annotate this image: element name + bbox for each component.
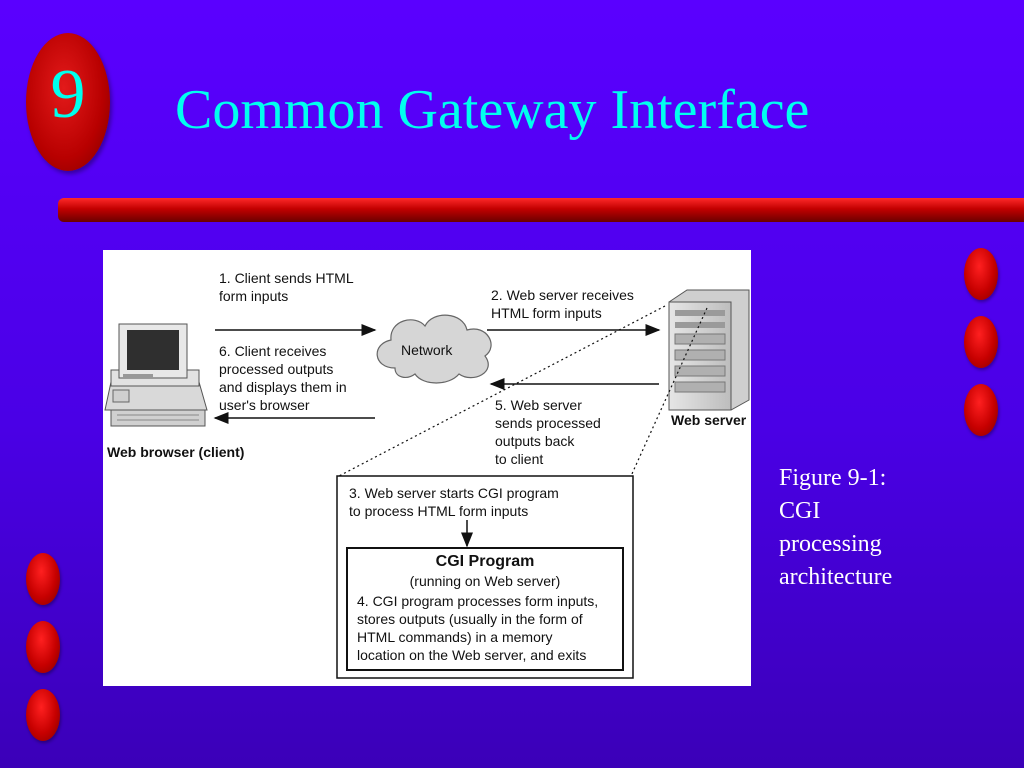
client-computer-icon	[104, 323, 208, 427]
server-label: Web server	[671, 412, 747, 428]
step-6-label: 6. Client receives processed outputs and…	[219, 343, 347, 413]
decorative-dot-left-1	[26, 553, 60, 605]
decorative-dot-right-2	[964, 316, 998, 368]
step-3-label: 3. Web server starts CGI program to proc…	[349, 485, 559, 519]
caption-line: architecture	[779, 564, 893, 590]
decorative-dot-left-2	[26, 621, 60, 673]
step-5-label: 5. Web server sends processed outputs ba…	[495, 397, 601, 467]
network-label: Network	[401, 342, 453, 358]
step-1-label: 1. Client sends HTML form inputs	[219, 270, 354, 304]
cgi-program-box	[346, 547, 624, 671]
projection-line-left	[338, 305, 666, 477]
projection-line-right	[630, 307, 708, 477]
decorative-dot-left-3	[26, 689, 60, 741]
server-process-box	[336, 475, 634, 679]
caption-line: Figure 9-1:	[779, 465, 887, 491]
decorative-dot-right-3	[964, 384, 998, 436]
caption-line: processing	[779, 531, 882, 557]
decorative-dot-right-1	[964, 248, 998, 300]
step-4-label: 4. CGI program processes form inputs, st…	[357, 593, 599, 663]
slide-title: Common Gateway Interface	[175, 79, 810, 141]
chapter-badge: 9	[26, 33, 110, 171]
cgi-program-subtitle: (running on Web server)	[409, 573, 561, 589]
network-cloud-icon	[376, 314, 492, 384]
cgi-program-title: CGI Program	[435, 553, 535, 570]
step-2-label: 2. Web server receives HTML form inputs	[491, 287, 634, 321]
caption-line: CGI	[779, 498, 821, 524]
chapter-number: 9	[50, 56, 86, 133]
client-label: Web browser (client)	[107, 444, 245, 460]
web-server-icon	[668, 289, 750, 411]
figure-caption: Figure 9-1: CGI processing architecture	[779, 462, 979, 594]
title-divider-bar	[58, 198, 1024, 222]
cgi-architecture-diagram: 1. Client sends HTML form inputs 2. Web …	[103, 250, 751, 686]
diagram-graphics	[104, 289, 750, 679]
